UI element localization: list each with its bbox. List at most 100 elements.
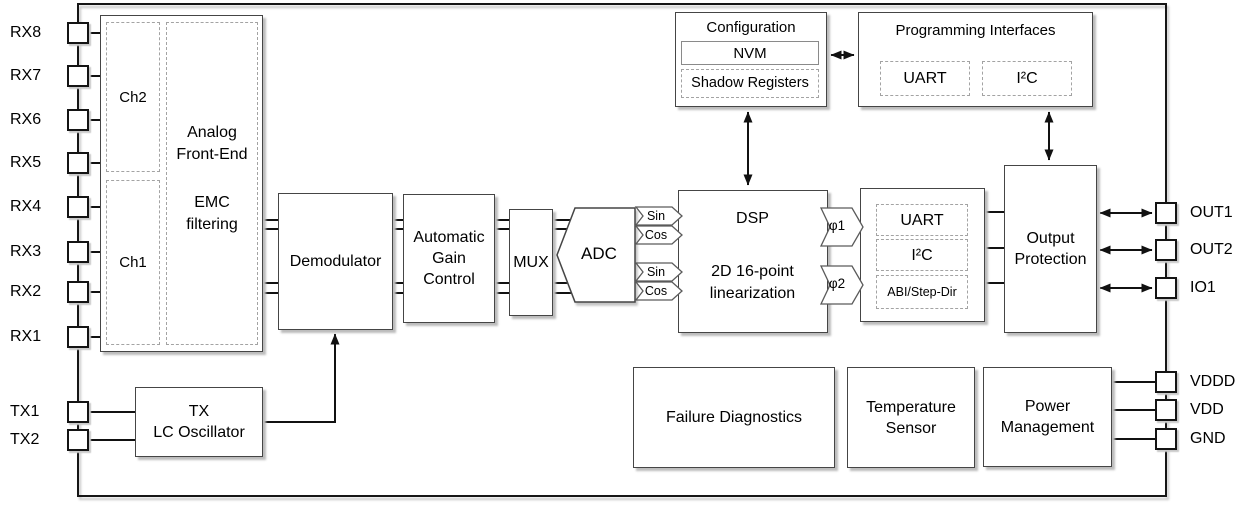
configuration-title: Configuration (706, 19, 796, 36)
sin1-label: Sin (646, 209, 666, 223)
pin-tx1 (67, 401, 89, 423)
interface-uart: UART (876, 204, 968, 236)
block-dsp: DSP 2D 16-point linearization (678, 190, 828, 333)
interface-i2c: I²C (876, 239, 968, 271)
pin-label-rx1: RX1 (10, 328, 42, 345)
pin-label-out1: OUT1 (1190, 204, 1233, 221)
block-channel1: Ch1 (106, 180, 160, 345)
pin-label-rx8: RX8 (10, 24, 42, 41)
dsp-subtitle: 2D 16-point linearization (679, 261, 826, 305)
mux-label: MUX (513, 254, 549, 271)
pin-label-vdd: VDD (1190, 401, 1224, 418)
interface-abi-stepdir: ABI/Step-Dir (876, 275, 968, 309)
output-pin-arrows (1099, 208, 1153, 293)
block-power-management: Power Management (983, 367, 1112, 467)
dsp-line2: linearization (709, 285, 796, 302)
block-output-interfaces: UART I²C ABI/Step-Dir (860, 188, 985, 322)
emc-label-line1: EMC (194, 194, 230, 211)
pin-label-rx2: RX2 (10, 283, 42, 300)
block-temperature-sensor: Temperature Sensor (847, 367, 975, 468)
temperature-sensor-line2: Sensor (885, 419, 937, 437)
pin-label-tx1: TX1 (10, 403, 40, 420)
pin-label-tx2: TX2 (10, 431, 40, 448)
shadow-registers-label: Shadow Registers (691, 75, 809, 91)
phi2-label: φ2 (828, 276, 846, 291)
emc-label-line2: filtering (186, 216, 238, 233)
tx-oscillator-line2: LC Oscillator (153, 424, 245, 441)
phi1-label: φ1 (828, 218, 846, 233)
pin-label-rx4: RX4 (10, 198, 42, 215)
block-configuration: Configuration NVM Shadow Registers (675, 12, 827, 107)
pin-label-vddd: VDDD (1190, 373, 1236, 390)
emc-label: EMC filtering (166, 192, 258, 236)
demodulator-label: Demodulator (289, 253, 382, 270)
pin-io1 (1155, 277, 1177, 299)
pin-rx8 (67, 22, 89, 44)
pin-rx7 (67, 65, 89, 87)
block-output-protection: Output Protection (1004, 165, 1097, 333)
pin-label-rx6: RX6 (10, 111, 42, 128)
block-programming-interfaces: Programming Interfaces UART I²C (858, 12, 1093, 107)
pin-rx2 (67, 281, 89, 303)
agc-line2: Gain (432, 250, 466, 267)
pin-label-rx5: RX5 (10, 154, 42, 171)
oscillator-to-demodulator-wire (263, 333, 340, 423)
output-protection-line2: Protection (1014, 251, 1087, 268)
cos2-label: Cos (644, 284, 668, 298)
pin-vddd (1155, 371, 1177, 393)
pin-tx2 (67, 429, 89, 451)
adc-label: ADC (581, 244, 617, 263)
power-management-line2: Management (1000, 419, 1095, 436)
block-mux: MUX (509, 209, 553, 316)
pin-out1 (1155, 202, 1177, 224)
programming-uart: UART (880, 61, 970, 96)
dsp-line1: 2D 16-point (711, 263, 794, 280)
pin-rx4 (67, 196, 89, 218)
pin-rx3 (67, 241, 89, 263)
pin-vdd (1155, 399, 1177, 421)
block-shadow-registers: Shadow Registers (681, 69, 819, 98)
agc-line1: Automatic (413, 229, 485, 246)
interface-i2c-label: I²C (911, 246, 933, 264)
sin2-label: Sin (646, 265, 666, 279)
interface-abi-stepdir-label: ABI/Step-Dir (887, 284, 957, 299)
block-failure-diagnostics: Failure Diagnostics (633, 367, 835, 468)
pin-gnd (1155, 428, 1177, 450)
cos1-label: Cos (644, 228, 668, 242)
power-management-line1: Power (1024, 398, 1071, 415)
rx-pin-stubs (88, 32, 137, 441)
power-pin-wires (1110, 381, 1156, 440)
pin-out2 (1155, 239, 1177, 261)
programming-uart-label: UART (903, 70, 947, 87)
pin-rx1 (67, 326, 89, 348)
block-channel2: Ch2 (106, 22, 160, 172)
pin-label-rx7: RX7 (10, 67, 42, 84)
block-demodulator: Demodulator (278, 193, 393, 330)
block-nvm: NVM (681, 41, 819, 65)
dsp-title: DSP (736, 210, 769, 227)
block-tx-oscillator: TX LC Oscillator (135, 387, 263, 457)
pin-label-io1: IO1 (1190, 279, 1216, 296)
programming-interfaces-title: Programming Interfaces (895, 22, 1056, 39)
pin-label-gnd: GND (1190, 430, 1226, 447)
tx-oscillator-line1: TX (188, 403, 210, 420)
programming-i2c-label: I²C (1016, 70, 1038, 87)
pin-label-out2: OUT2 (1190, 241, 1233, 258)
failure-diagnostics-label: Failure Diagnostics (665, 409, 803, 426)
afe-title-line1: Analog (187, 124, 237, 141)
channel2-label: Ch2 (119, 88, 147, 106)
pin-rx5 (67, 152, 89, 174)
interface-outputprotection-wires (984, 211, 1005, 284)
output-protection-line1: Output (1026, 230, 1075, 247)
channel1-label: Ch1 (119, 254, 147, 271)
pin-label-rx3: RX3 (10, 243, 42, 260)
block-agc: Automatic Gain Control (403, 194, 495, 323)
block-afe-emc (166, 22, 258, 345)
temperature-sensor-line1: Temperature (866, 398, 956, 416)
programming-i2c: I²C (982, 61, 1072, 96)
pin-rx6 (67, 109, 89, 131)
nvm-label: NVM (733, 44, 767, 62)
afe-title-line2: Front-End (176, 146, 248, 163)
afe-title: Analog Front-End (166, 122, 258, 166)
